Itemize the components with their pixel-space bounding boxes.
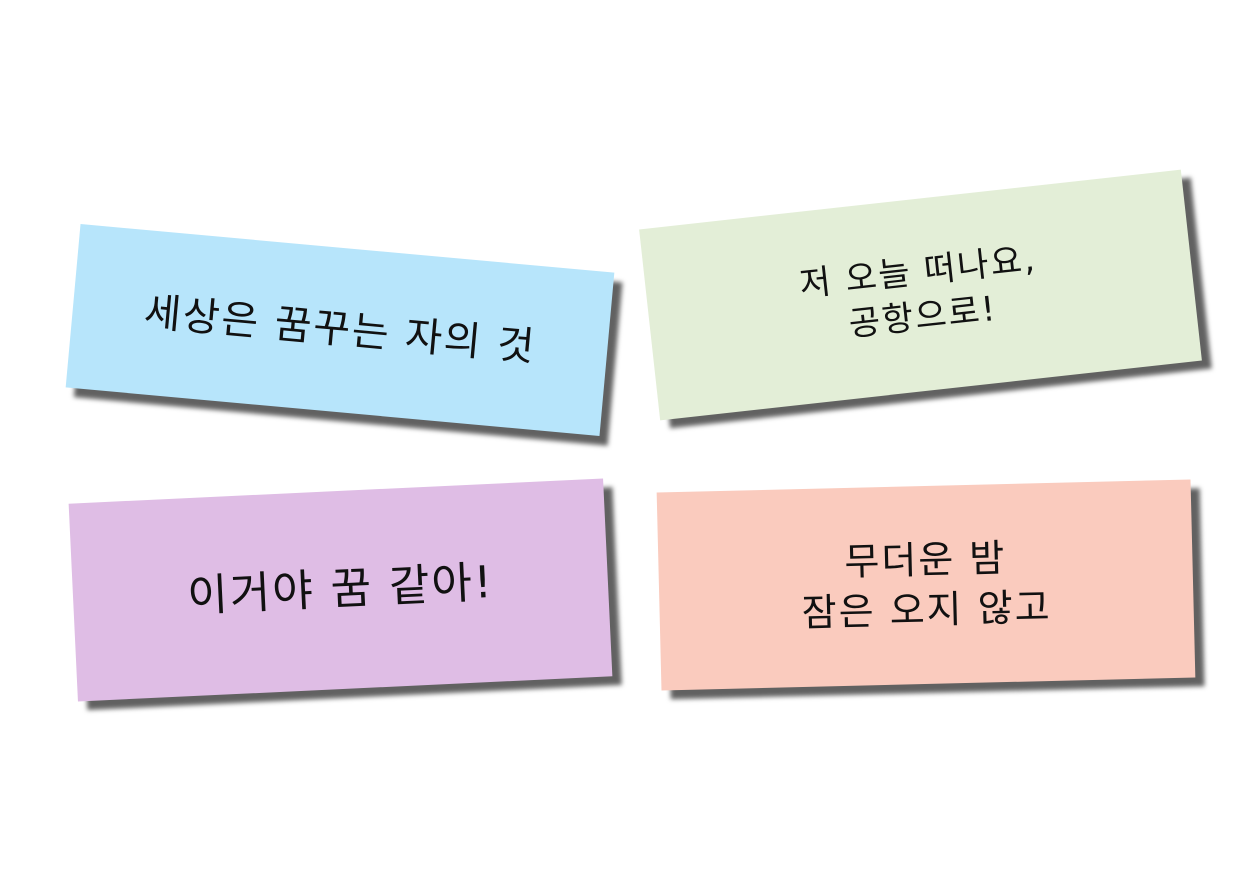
note-text-line: 세상은 꿈꾸는 자의 것 [142, 288, 538, 371]
note-text-line: 잠은 오지 않고 [801, 584, 1053, 636]
note-text-line: 이거야 꿈 같아! [186, 556, 495, 623]
sticky-note-blue: 세상은 꿈꾸는 자의 것 [65, 224, 615, 436]
sticky-note-purple: 이거야 꿈 같아! [68, 478, 613, 702]
sticky-note-peach: 무더운 밤 잠은 오지 않고 [656, 479, 1196, 691]
sticky-note-green: 저 오늘 떠나요, 공항으로! [639, 169, 1202, 421]
note-text-line: 무더운 밤 [843, 535, 1007, 584]
